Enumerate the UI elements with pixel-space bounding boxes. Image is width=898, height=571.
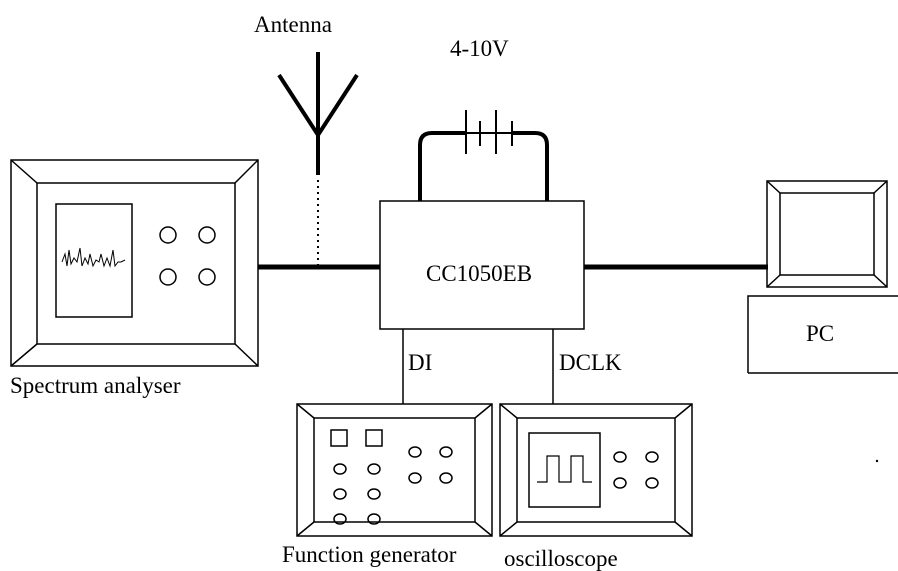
spectrum-analyser-outer-frame [10,159,259,367]
spectrum-analyser-label: Spectrum analyser [10,373,181,398]
function-generator-outer-frame [296,403,493,537]
function-generator [296,403,493,537]
antenna-icon [277,52,359,267]
stray-dot [875,459,879,463]
pc-label: PC [806,321,834,346]
cc1050eb-board [379,200,585,330]
knob-icon [645,477,659,489]
function-generator-inner-frame [313,417,476,523]
oscilloscope-screen [528,432,601,508]
oscilloscope [499,403,693,537]
oscilloscope-outer-frame [499,403,693,537]
knob-icon [367,488,381,500]
knob-icon [367,513,381,525]
pc-monitor-outer [766,180,888,288]
battery-wire-left [418,131,466,201]
spectrum-trace [61,247,126,268]
function-generator-label: Function generator [282,542,457,567]
device-label: CC1050EB [426,261,532,286]
knob-icon [333,488,347,500]
battery [418,110,549,201]
spectrum-analyser-screen [55,203,133,318]
knob-icon [408,446,422,458]
knob-icon [198,226,216,244]
pc [747,180,898,374]
knob-icon [159,268,177,286]
knob-icon [613,451,627,463]
knob-icon [613,477,627,489]
spectrum-analyser [10,159,259,367]
knob-icon [408,472,422,484]
pc-monitor-screen [779,192,875,276]
spectrum-analyser-inner-frame [36,182,236,345]
oscilloscope-label: oscilloscope [504,546,618,571]
knob-icon [645,451,659,463]
knob-icon [159,226,177,244]
pc-base-unit [747,295,898,373]
battery-wire-right [512,131,549,201]
knob-icon [367,463,381,475]
dclk-label: DCLK [559,350,622,375]
di-label: DI [408,350,432,375]
square-button-icon [330,429,348,447]
knob-icon [198,268,216,286]
square-button-icon [365,429,383,447]
knob-icon [439,446,453,458]
knob-icon [439,472,453,484]
antenna-label: Antenna [254,12,332,37]
oscilloscope-inner-frame [516,417,676,523]
square-wave-icon [537,455,592,483]
knob-icon [333,513,347,525]
voltage-label: 4-10V [450,36,509,61]
knob-icon [333,463,347,475]
